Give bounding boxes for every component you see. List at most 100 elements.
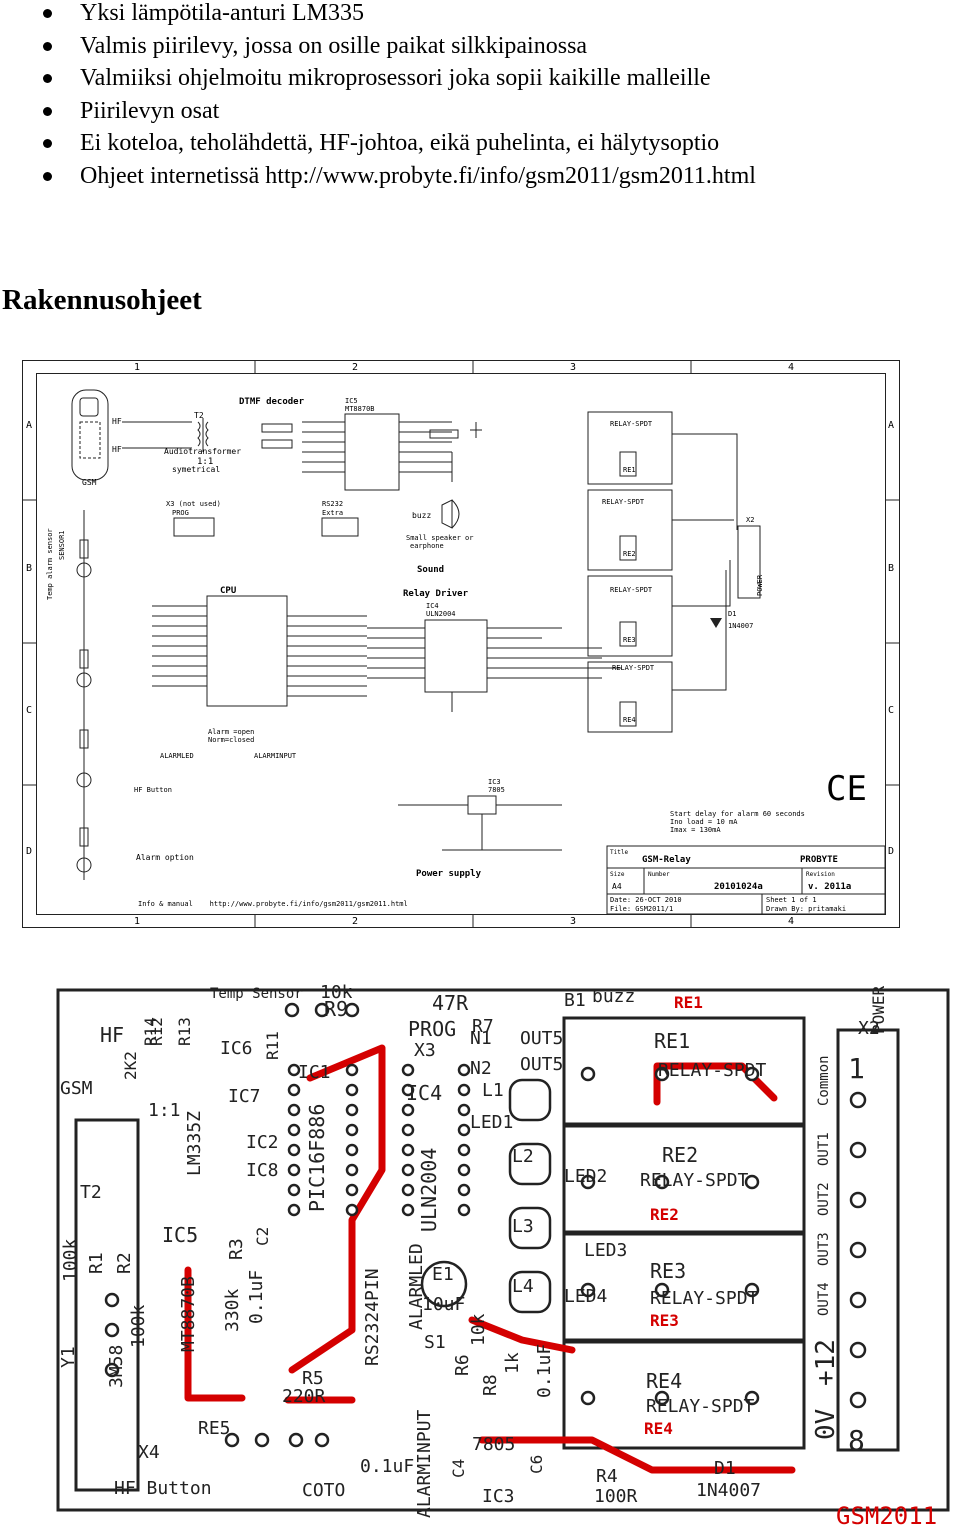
size-value: A4 bbox=[612, 882, 622, 891]
gsm-label: GSM bbox=[60, 1078, 93, 1099]
col-label: 1 bbox=[134, 362, 140, 373]
ic5-part: MT8870B bbox=[345, 405, 375, 413]
r10k-label: 10k bbox=[320, 982, 353, 1003]
out1-label: OUT1 bbox=[816, 1132, 832, 1166]
c6-label: C6 bbox=[527, 1455, 546, 1474]
led1-label: LED1 bbox=[470, 1112, 513, 1133]
relay-label: RELAY-SPDT bbox=[610, 420, 653, 428]
r12-label: R12 bbox=[147, 1017, 166, 1046]
alarminput-label: ALARMINPUT bbox=[414, 1409, 435, 1518]
hf-button-label: HF Button bbox=[114, 1478, 212, 1499]
pcb-layout: Temp Sensor 10k R9 47R B1 buzz HF GSM T2… bbox=[52, 970, 960, 1532]
l3-label: L3 bbox=[512, 1216, 534, 1237]
ratio-label: 1:1 bbox=[148, 1100, 181, 1121]
ic4-name: IC4 bbox=[426, 602, 439, 610]
y1-label: Y1 bbox=[58, 1346, 79, 1368]
x2-label: X2 bbox=[858, 1018, 880, 1039]
out4-label: OUT4 bbox=[816, 1282, 832, 1316]
title-value: GSM-Relay bbox=[642, 855, 691, 865]
t2-label: T2 bbox=[194, 411, 204, 420]
d1-label: D1 bbox=[714, 1458, 736, 1479]
cap-label: 0.1uF bbox=[246, 1270, 267, 1324]
n1-label: N1 bbox=[470, 1028, 492, 1049]
ic3-label: IC3 bbox=[482, 1486, 515, 1507]
pin1-label: 1 bbox=[848, 1052, 865, 1085]
pcb-svg: Temp Sensor 10k R9 47R B1 buzz HF GSM T2… bbox=[56, 982, 950, 1530]
plus12-label: +12 bbox=[811, 1339, 841, 1386]
rs232-label: RS232 bbox=[322, 500, 343, 508]
speaker-icon bbox=[441, 499, 460, 529]
note-text: Start delay for alarm 60 seconds bbox=[670, 810, 805, 818]
prog-label: PROG bbox=[408, 1017, 456, 1041]
buzz-label: buzz bbox=[412, 511, 431, 520]
x3-label: X3 (not used) bbox=[166, 500, 221, 508]
list-item: Valmiiksi ohjelmoitu mikroprosessori jok… bbox=[0, 65, 960, 98]
temp-sensor-label: Temp Sensor bbox=[210, 986, 303, 1002]
r4-label: R4 bbox=[596, 1466, 618, 1487]
ic7-label: IC7 bbox=[228, 1086, 261, 1107]
b1-label: B1 bbox=[564, 990, 586, 1011]
lm335-label: LM335Z bbox=[184, 1111, 205, 1176]
out-label: OUT5 bbox=[520, 1028, 563, 1049]
note-text: Imax = 130mA bbox=[670, 826, 721, 834]
red-traces bbox=[184, 1044, 796, 1474]
ic3-part: 7805 bbox=[488, 786, 505, 794]
r100r-label: 100R bbox=[594, 1486, 638, 1507]
col-label: 4 bbox=[788, 362, 794, 373]
list-item: Valmis piirilevy, jossa on osille paikat… bbox=[0, 33, 960, 66]
relay-label: RELAY-SPDT bbox=[602, 498, 645, 506]
x2-label: X2 bbox=[746, 516, 754, 524]
list-item-text: Ei koteloa, teholähdettä, HF-johtoa, eik… bbox=[80, 130, 720, 156]
power-header bbox=[737, 525, 761, 599]
row-label: C bbox=[26, 705, 32, 716]
ic5-name: IC5 bbox=[345, 397, 358, 405]
r11-label: R11 bbox=[263, 1031, 282, 1060]
bullet-icon bbox=[43, 106, 52, 116]
n4007-label: 1N4007 bbox=[696, 1480, 761, 1501]
led3-label: LED3 bbox=[584, 1240, 627, 1261]
d1-label: D1 bbox=[728, 610, 736, 618]
revision-label: Revision bbox=[806, 871, 835, 878]
re4-label: RE4 bbox=[646, 1369, 682, 1393]
row-label: D bbox=[888, 846, 894, 857]
e1-label: E1 bbox=[432, 1264, 454, 1285]
size-label: Size bbox=[610, 871, 625, 878]
list-item: Ohjeet internetissä http://www.probyte.f… bbox=[0, 163, 960, 196]
list-item-text: Yksi lämpötila-anturi LM335 bbox=[80, 0, 364, 26]
out-label: OUT5 bbox=[520, 1054, 563, 1075]
col-label: 3 bbox=[570, 362, 576, 373]
r7-label: R7 bbox=[472, 1016, 494, 1037]
re5-label: RE5 bbox=[198, 1418, 231, 1439]
alarm-note: Norm=closed bbox=[208, 736, 254, 744]
n2-label: N2 bbox=[470, 1058, 492, 1079]
relay-name: RE3 bbox=[623, 636, 636, 644]
list-item-text: Ohjeet internetissä http://www.probyte.f… bbox=[80, 162, 756, 189]
relay-spdt-label: RELAY-SPDT bbox=[658, 1060, 767, 1081]
date-line: Date: 26-OCT 2010 bbox=[610, 896, 682, 904]
dtmf-title: DTMF decoder bbox=[239, 397, 305, 407]
bullet-icon bbox=[43, 139, 52, 148]
d1-part: 1N4007 bbox=[728, 622, 753, 630]
schematic-svg: 1 2 3 4 1 2 3 4 A B C D A B C D GSM HF H… bbox=[22, 360, 900, 928]
pic-label: PIC16F886 bbox=[305, 1104, 329, 1212]
ic2-label: IC2 bbox=[246, 1132, 279, 1153]
uln-label: ULN2004 bbox=[417, 1148, 441, 1232]
ic4-label: IC4 bbox=[406, 1081, 442, 1105]
alarmled-label: ALARMLED bbox=[160, 752, 194, 760]
r47r-label: 47R bbox=[432, 991, 469, 1015]
number-label: Number bbox=[648, 871, 670, 878]
relay-coil bbox=[619, 535, 637, 561]
ic3-name: IC3 bbox=[488, 778, 501, 786]
r8-label: R8 bbox=[480, 1374, 501, 1396]
ic4-chip bbox=[424, 619, 488, 693]
relay-spdt-label: RELAY-SPDT bbox=[650, 1288, 759, 1309]
ic1-label: IC1 bbox=[298, 1062, 331, 1083]
l2-label: L2 bbox=[512, 1146, 534, 1167]
out3-label: OUT3 bbox=[816, 1232, 832, 1266]
list-item-text: Piirilevyn osat bbox=[80, 97, 220, 124]
cap-label: 0.1uF bbox=[534, 1344, 555, 1398]
list-item: Yksi lämpötila-anturi LM335 bbox=[0, 0, 960, 33]
gsm-phone-icon bbox=[71, 389, 109, 481]
r330k-label: 330k bbox=[222, 1288, 243, 1332]
list-item: Ei koteloa, teholähdettä, HF-johtoa, eik… bbox=[0, 130, 960, 163]
